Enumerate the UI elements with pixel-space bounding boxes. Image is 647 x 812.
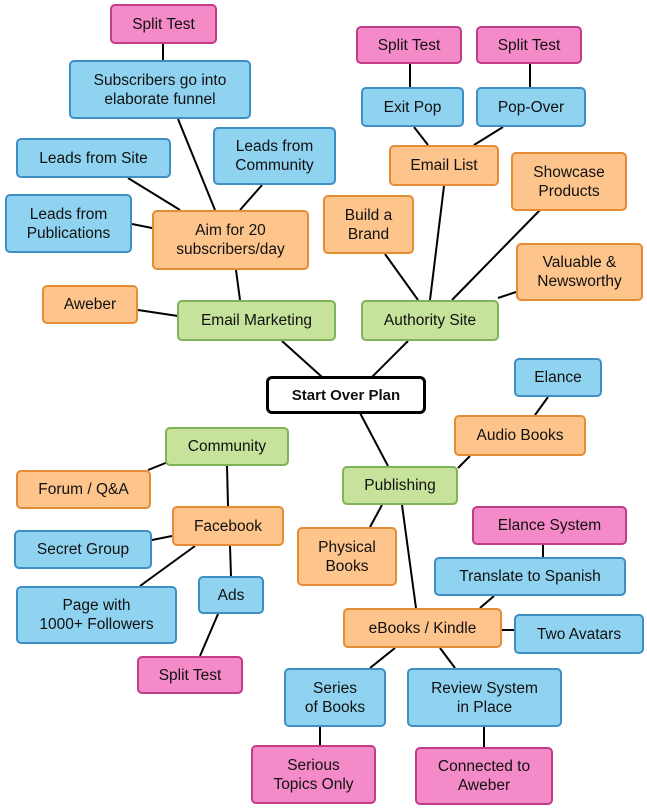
link-facebook-page: [139, 545, 196, 587]
link-authority-valuable: [497, 291, 517, 299]
node-facebook[interactable]: Facebook: [172, 506, 284, 546]
node-exit-pop[interactable]: Exit Pop: [361, 87, 464, 127]
node-community[interactable]: Community: [165, 427, 289, 466]
link-community-facebook: [226, 465, 229, 507]
link-facebook-secret: [151, 535, 173, 541]
node-page-followers[interactable]: Page with 1000+ Followers: [16, 586, 177, 644]
link-publishing-audio: [457, 455, 471, 469]
link-ebooks-series: [369, 647, 396, 669]
link-email-aim: [235, 269, 241, 301]
node-secret-group[interactable]: Secret Group: [14, 530, 152, 569]
link-aim-leadpub: [131, 223, 153, 229]
link-aim-leadcomm: [239, 184, 263, 211]
node-leads-site[interactable]: Leads from Site: [16, 138, 171, 178]
root-node[interactable]: Start Over Plan: [266, 376, 426, 414]
node-audio-books[interactable]: Audio Books: [454, 415, 586, 456]
node-ebooks-kindle[interactable]: eBooks / Kindle: [343, 608, 502, 648]
node-physical-books[interactable]: Physical Books: [297, 527, 397, 586]
node-split-test-exit[interactable]: Split Test: [356, 26, 462, 64]
node-serious-topics[interactable]: Serious Topics Only: [251, 745, 376, 804]
link-publishing-ebooks: [401, 504, 417, 609]
node-leads-community[interactable]: Leads from Community: [213, 127, 336, 185]
node-aweber[interactable]: Aweber: [42, 285, 138, 324]
node-authority-site[interactable]: Authority Site: [361, 300, 499, 341]
node-leads-publications[interactable]: Leads from Publications: [5, 194, 132, 253]
node-split-test-ads[interactable]: Split Test: [137, 656, 243, 694]
node-ads[interactable]: Ads: [198, 576, 264, 614]
node-forum-qa[interactable]: Forum / Q&A: [16, 470, 151, 509]
node-valuable-newsworthy[interactable]: Valuable & Newsworthy: [516, 243, 643, 301]
node-aim-20[interactable]: Aim for 20 subscribers/day: [152, 210, 309, 270]
link-ads-split: [199, 613, 219, 657]
node-elance[interactable]: Elance: [514, 358, 602, 397]
node-split-test-popover[interactable]: Split Test: [476, 26, 582, 64]
node-email-list[interactable]: Email List: [389, 145, 499, 186]
node-subscribers-funnel[interactable]: Subscribers go into elaborate funnel: [69, 60, 251, 119]
link-root-publishing: [359, 412, 389, 467]
node-elance-system[interactable]: Elance System: [472, 506, 627, 545]
node-connected-aweber[interactable]: Connected to Aweber: [415, 747, 553, 805]
link-community-forum: [147, 461, 169, 471]
link-facebook-ads: [229, 545, 232, 577]
node-pop-over[interactable]: Pop-Over: [476, 87, 586, 127]
link-authority-emaillist: [429, 185, 445, 301]
node-showcase-products[interactable]: Showcase Products: [511, 152, 627, 211]
node-build-brand[interactable]: Build a Brand: [323, 195, 414, 254]
link-ebooks-review: [439, 647, 456, 669]
link-authority-showcase: [451, 209, 541, 301]
node-translate-spanish[interactable]: Translate to Spanish: [434, 557, 626, 596]
link-audio-elance: [534, 396, 549, 416]
link-publishing-physical: [369, 504, 383, 528]
node-publishing[interactable]: Publishing: [342, 466, 458, 505]
link-root-email: [281, 340, 323, 378]
link-email-aweber: [137, 309, 179, 317]
link-emaillist-popover: [473, 126, 504, 146]
node-two-avatars[interactable]: Two Avatars: [514, 614, 644, 654]
node-review-system[interactable]: Review System in Place: [407, 668, 562, 727]
link-authority-brand: [384, 253, 419, 301]
node-split-test-funnel[interactable]: Split Test: [110, 4, 217, 44]
link-root-authority: [371, 340, 409, 378]
node-email-marketing[interactable]: Email Marketing: [177, 300, 336, 341]
link-emaillist-exitpop: [413, 126, 429, 146]
node-series-books[interactable]: Series of Books: [284, 668, 386, 727]
link-aim-funnel: [177, 118, 216, 211]
link-aim-leadsite: [127, 177, 181, 211]
link-ebooks-translate: [479, 595, 495, 609]
